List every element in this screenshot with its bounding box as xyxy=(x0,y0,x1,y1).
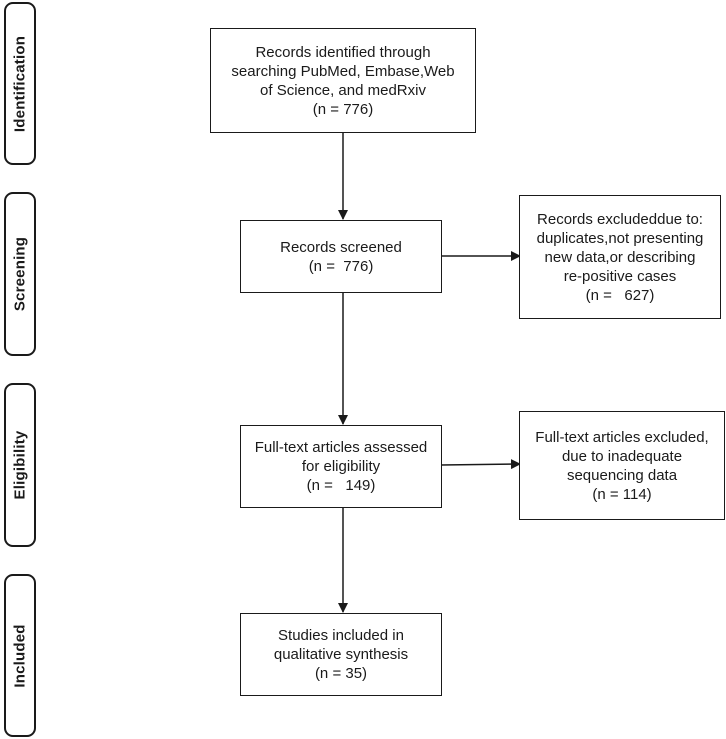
box-text-line: qualitative synthesis xyxy=(273,646,409,663)
box-fulltext-excluded: Full-text articles excluded, due to inad… xyxy=(519,411,725,520)
box-text-line: new data,or describing xyxy=(544,248,696,266)
box-records-excluded: Records excludeddue to: duplicates,not p… xyxy=(519,195,721,319)
box-text-line: Studies included in xyxy=(278,627,404,644)
box-text-line: (n = 627) xyxy=(585,286,655,304)
box-studies-included: Studies included in qualitative synthesi… xyxy=(240,613,442,696)
box-records-screened: Records screened (n = 776) xyxy=(240,220,442,293)
box-text-line: duplicates,not presenting xyxy=(536,229,704,247)
box-text-line: Full-text articles assessed xyxy=(254,439,428,456)
box-text-line: due to inadequate xyxy=(561,447,683,465)
box-text-line: Records screened xyxy=(280,238,402,256)
stage-eligibility: Eligibility xyxy=(4,383,36,547)
box-text-line: (n = 35) xyxy=(314,665,368,682)
stage-included: Included xyxy=(4,574,36,737)
box-text-line: (n = 776) xyxy=(312,100,374,118)
box-text-line: sequencing data xyxy=(566,466,678,484)
box-records-identified: Records identified through searching Pub… xyxy=(210,28,476,133)
box-text-line: Full-text articles excluded, xyxy=(535,428,709,446)
box-text-line: (n = 114) xyxy=(592,485,652,503)
box-text-line: Records excludeddue to: xyxy=(537,210,703,228)
box-fulltext-assessed: Full-text articles assessed for eligibil… xyxy=(240,425,442,508)
arrow-fulltext-to-excluded xyxy=(440,459,521,470)
box-text-line: of Science, and medRxiv xyxy=(260,81,426,99)
box-text-line: Records identified through xyxy=(255,43,431,61)
box-text-line: (n = 776) xyxy=(308,257,374,275)
box-text-line: for eligibility xyxy=(301,458,381,475)
stage-identification: Identification xyxy=(4,2,36,165)
box-text-line: searching PubMed, Embase,Web xyxy=(231,62,455,80)
stage-screening: Screening xyxy=(4,192,36,356)
box-text-line: re-positive cases xyxy=(563,267,677,285)
box-text-line: (n = 149) xyxy=(306,477,376,494)
